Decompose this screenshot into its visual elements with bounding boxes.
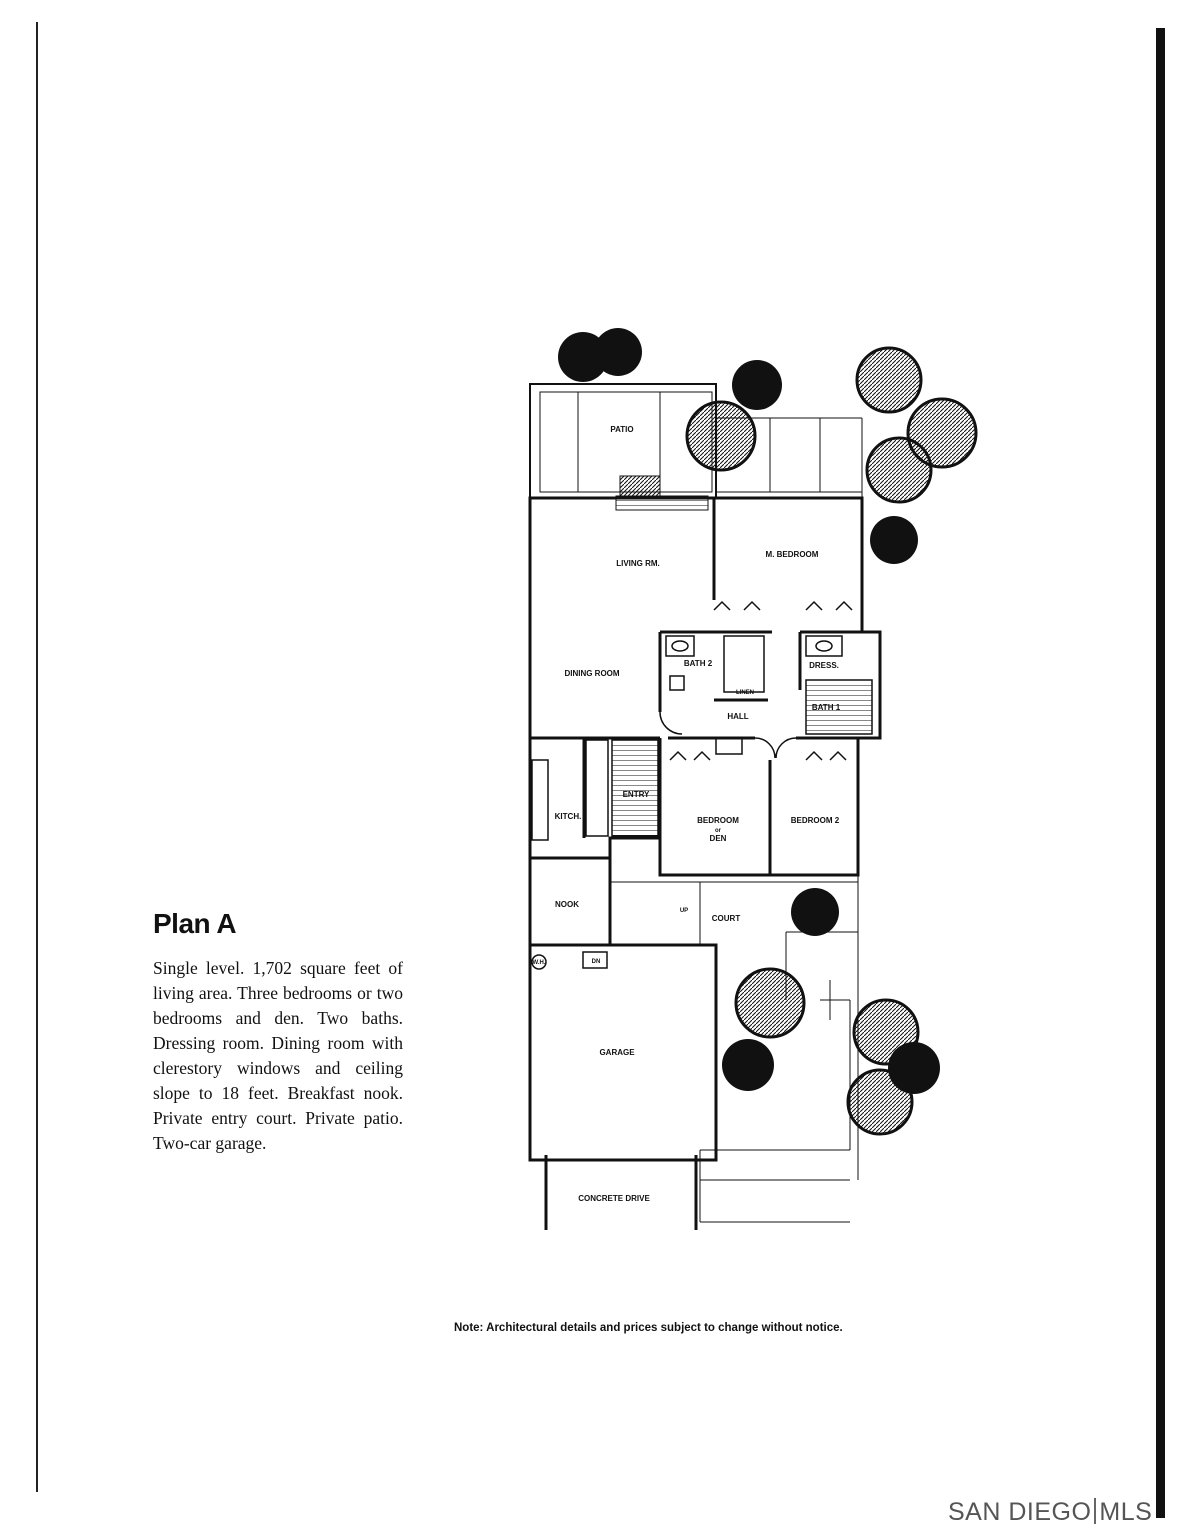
tree-icon bbox=[865, 436, 933, 504]
tree-icon bbox=[870, 516, 918, 564]
room-label-living: LIVING RM. bbox=[616, 559, 660, 568]
disclaimer-note: Note: Architectural details and prices s… bbox=[454, 1322, 843, 1334]
room-label-hall: HALL bbox=[727, 712, 748, 721]
fixtures bbox=[531, 600, 873, 841]
room-label-patio: PATIO bbox=[610, 425, 633, 434]
tree-icon bbox=[722, 1039, 774, 1091]
room-label-court: COURT bbox=[712, 914, 741, 923]
room-label-bath1: BATH 1 bbox=[812, 703, 841, 712]
room-label-or: or bbox=[715, 828, 722, 834]
tree-icon bbox=[846, 1068, 914, 1136]
room-label-down: DN bbox=[592, 959, 601, 965]
page-border-left bbox=[36, 22, 38, 1492]
room-label-dining: DINING ROOM bbox=[564, 669, 619, 678]
watermark-right: MLS bbox=[1099, 1498, 1153, 1526]
room-label-dress: DRESS. bbox=[809, 661, 839, 670]
plan-title: Plan A bbox=[153, 908, 237, 939]
plan-description: Single level. 1,702 square feet of livin… bbox=[153, 958, 403, 1153]
tree-icon bbox=[732, 360, 782, 410]
room-label-bath2: BATH 2 bbox=[684, 659, 713, 668]
room-label-nook: NOOK bbox=[555, 900, 579, 909]
trees bbox=[558, 328, 978, 1136]
room-label-bedroom-or-den: BEDROOM bbox=[697, 816, 739, 825]
tree-icon bbox=[791, 888, 839, 936]
room-label-linen: LINEN bbox=[736, 690, 754, 696]
page-border-right bbox=[1156, 28, 1165, 1518]
tree-icon bbox=[685, 400, 757, 472]
court bbox=[610, 875, 859, 1223]
room-label-kitchen: KITCH. bbox=[555, 812, 582, 821]
watermark-left: SAN DIEGO bbox=[948, 1498, 1092, 1526]
room-label-bedroom2: BEDROOM 2 bbox=[791, 816, 840, 825]
room-label-entry: ENTRY bbox=[623, 790, 650, 799]
room-label-concrete-drive: CONCRETE DRIVE bbox=[578, 1194, 650, 1203]
room-label-den: DEN bbox=[710, 834, 727, 843]
room-label-garage: GARAGE bbox=[599, 1048, 635, 1057]
room-label-master-bedroom: M. BEDROOM bbox=[766, 550, 819, 559]
watermark-separator bbox=[1094, 1498, 1097, 1524]
tree-icon bbox=[734, 967, 806, 1039]
room-label-water-heater: W.H. bbox=[533, 960, 546, 966]
tree-icon bbox=[855, 346, 923, 414]
tree-icon bbox=[594, 328, 642, 376]
garage bbox=[528, 943, 718, 1230]
room-label-up: UP bbox=[680, 908, 688, 914]
